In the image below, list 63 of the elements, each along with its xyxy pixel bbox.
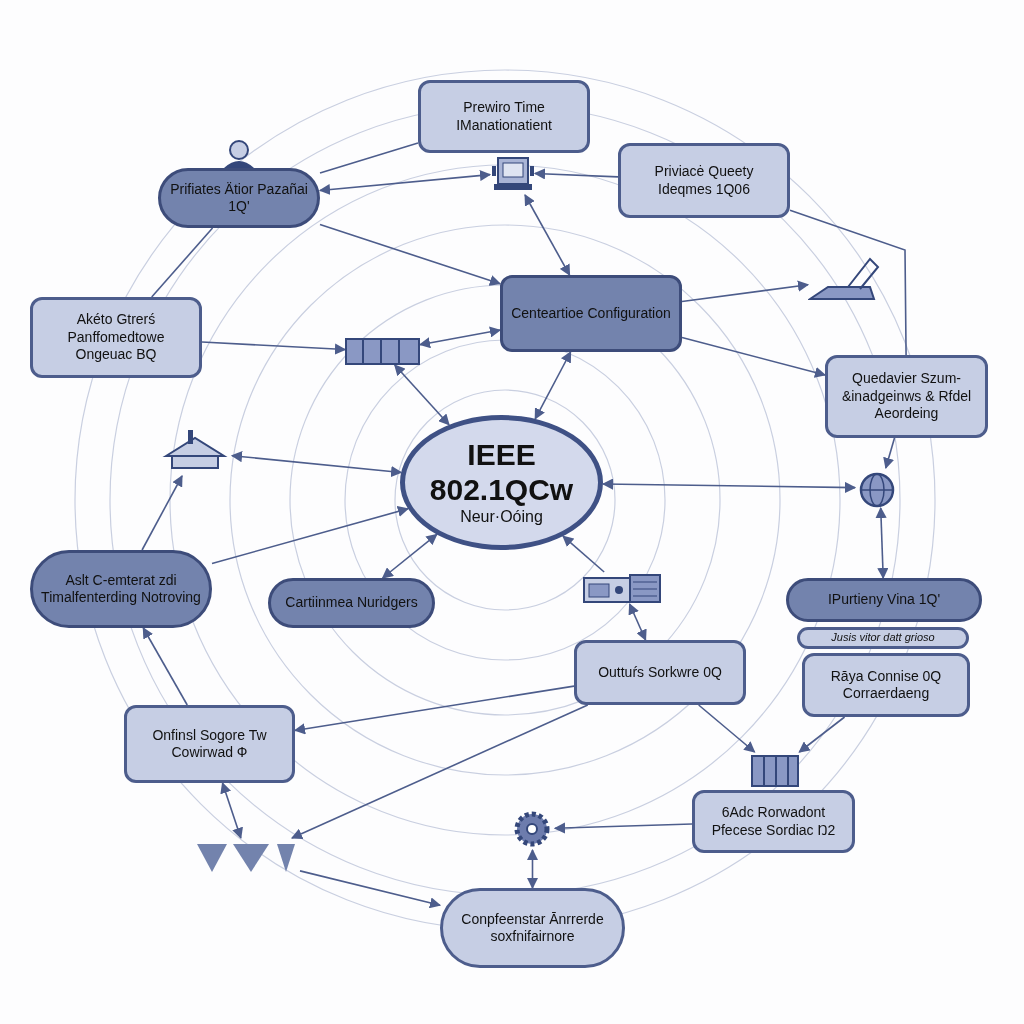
arrow <box>601 478 857 494</box>
arrow <box>290 704 589 839</box>
arrow <box>883 437 896 470</box>
node-title: IEEE 802.1QCw <box>428 438 575 507</box>
connector-line <box>319 142 419 174</box>
server-icon <box>583 572 662 604</box>
connector-line <box>789 209 907 356</box>
arrow <box>393 364 450 426</box>
node-label: IPurtieny Vina 1Q' <box>827 591 941 609</box>
arrow <box>293 685 575 735</box>
arrow <box>141 475 183 551</box>
node-label: Prifiates Ätior Pazañai 1Q' <box>169 180 309 216</box>
arrow <box>875 506 889 580</box>
node-label: Neur·Oóing <box>460 507 543 527</box>
process-box <box>574 640 746 705</box>
process-box <box>802 653 970 717</box>
rack-icon <box>345 338 420 365</box>
connector-line <box>150 227 214 298</box>
arrow <box>142 627 189 706</box>
arrow <box>681 336 827 378</box>
arrow <box>318 169 492 196</box>
arrow <box>697 704 756 753</box>
node-label: Akéto Gtrerś Panffomedtowe Ongeuac BQ <box>66 311 166 364</box>
pill-node <box>268 578 435 628</box>
process-box <box>692 790 855 853</box>
node-label: Conpfeenstar Ānrrerde soxfnifairnore <box>460 910 605 946</box>
node-label: Priviacė Queety Ideqmes 1Q06 <box>653 163 755 198</box>
node-label: Prewiro Time IManationatient <box>455 99 553 134</box>
pill-node <box>158 168 320 228</box>
node-label: Jusis vitor datt grioso <box>831 631 935 645</box>
node-label: Quedavier Szum-&inadgeinws & Rfdel Aeordeing <box>840 370 973 423</box>
pill-node <box>786 578 982 622</box>
node-label: Onfinsl Sogore Tw Cowirwad Ф <box>151 726 268 762</box>
pill-node <box>797 627 969 649</box>
pill-node <box>440 888 625 968</box>
arrow <box>533 168 619 180</box>
process-box <box>825 355 988 438</box>
node-label: Rāya Connise 0Q Corraerdaeng <box>829 667 943 703</box>
node-label: Cartiinmea Nuridgers <box>285 594 418 612</box>
arrow <box>381 533 438 579</box>
process-box <box>618 143 790 218</box>
arrow <box>230 451 403 478</box>
arrow <box>526 848 539 890</box>
node-label: 6Adc Rorwadont Pfecese Sordiac Ŋ2 <box>710 804 837 839</box>
node-label: Outtuŕs Sorkwre 0Q <box>598 663 722 682</box>
arrow <box>319 223 502 286</box>
arrow <box>681 280 810 303</box>
arrow <box>201 341 347 355</box>
process-box <box>124 705 295 783</box>
arrow <box>562 535 605 573</box>
building-icon <box>750 752 802 788</box>
arrow <box>553 822 693 834</box>
node-label: Centeartioe Configuration <box>511 304 671 323</box>
arrow <box>798 716 846 753</box>
node-label: Aslt C-emterat zdi Timalfenterding Notroving <box>41 571 201 607</box>
process-box <box>418 80 590 153</box>
arrow <box>628 603 647 641</box>
arrow <box>299 870 442 909</box>
process-box <box>30 297 202 378</box>
arrow <box>220 781 243 840</box>
arrow <box>524 194 571 276</box>
ellipse-node <box>400 415 603 550</box>
process-box <box>500 275 682 352</box>
